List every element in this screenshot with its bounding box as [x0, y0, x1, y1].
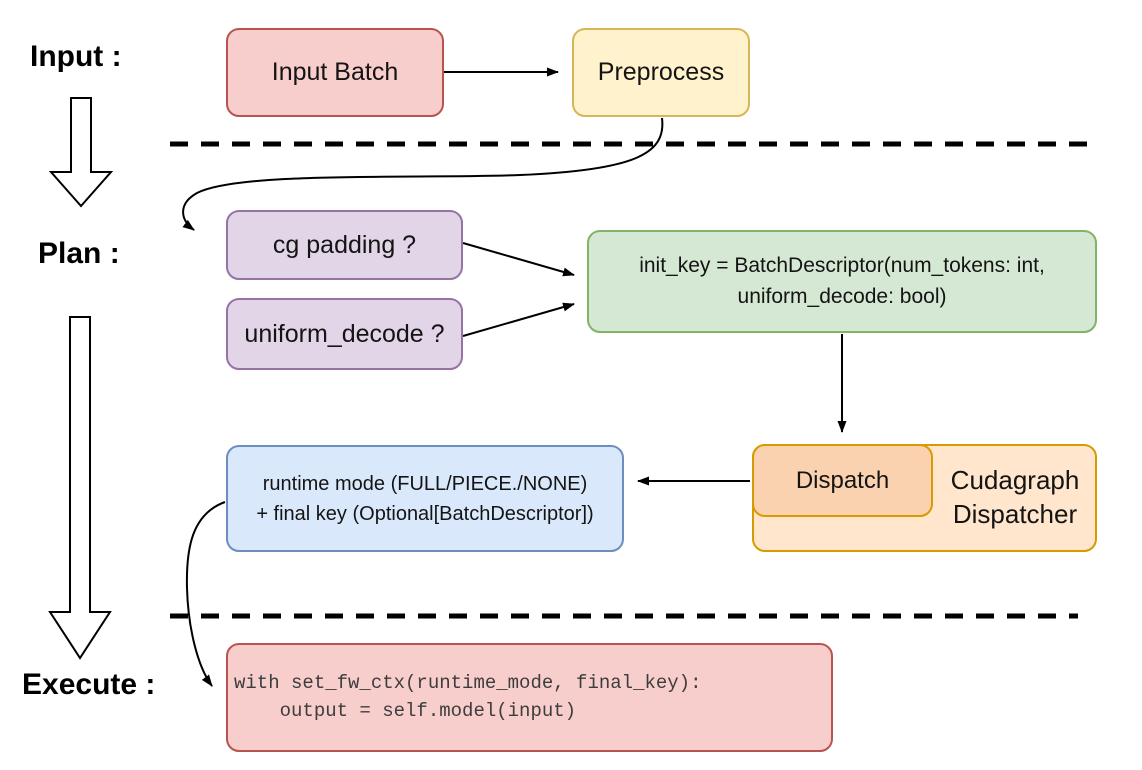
node-preprocess: Preprocess — [572, 28, 750, 117]
arrow-uniformdecode-to-initkey — [462, 302, 575, 337]
node-init-key-line1: init_key = BatchDescriptor(num_tokens: i… — [639, 254, 1045, 278]
node-uniform-decode-label: uniform_decode ? — [244, 319, 445, 348]
node-execute-code: with set_fw_ctx(runtime_mode, final_key)… — [226, 643, 833, 752]
node-cudagraph-dispatcher-label: Cudagraph Dispatcher — [933, 444, 1097, 552]
node-init-key: init_key = BatchDescriptor(num_tokens: i… — [587, 230, 1097, 333]
node-runtime-mode-line2: + final key (Optional[BatchDescriptor]) — [256, 502, 594, 525]
execute-code-line1: with set_fw_ctx(runtime_mode, final_key)… — [234, 671, 702, 694]
node-init-key-line2: uniform_decode: bool) — [737, 284, 947, 308]
stage-label-plan: Plan : — [38, 237, 120, 270]
arrow-cgpadding-to-initkey — [462, 242, 575, 277]
node-input-batch: Input Batch — [226, 28, 444, 117]
cudagraph-label-line1: Cudagraph — [950, 465, 1080, 496]
arrow-runtimemode-to-executecode — [185, 501, 226, 687]
stage-arrow-plan-to-execute-icon — [48, 316, 112, 660]
node-uniform-decode: uniform_decode ? — [226, 298, 463, 370]
cudagraph-label-line2: Dispatcher — [952, 499, 1078, 529]
execute-code-line2: output = self.model(input) — [234, 699, 577, 722]
node-dispatch-label: Dispatch — [795, 466, 890, 494]
stage-arrow-input-to-plan-icon — [48, 97, 114, 208]
node-preprocess-label: Preprocess — [597, 58, 725, 86]
stage-label-execute: Execute : — [22, 668, 156, 701]
stage-label-input: Input : — [30, 40, 122, 73]
node-cg-padding-label: cg padding ? — [272, 230, 417, 259]
node-input-batch-label: Input Batch — [271, 58, 399, 86]
node-cg-padding: cg padding ? — [226, 210, 463, 280]
node-dispatch: Dispatch — [752, 444, 933, 517]
node-runtime-mode-line1: runtime mode (FULL/PIECE./NONE) — [262, 472, 588, 495]
node-runtime-mode: runtime mode (FULL/PIECE./NONE) + final … — [226, 445, 624, 552]
